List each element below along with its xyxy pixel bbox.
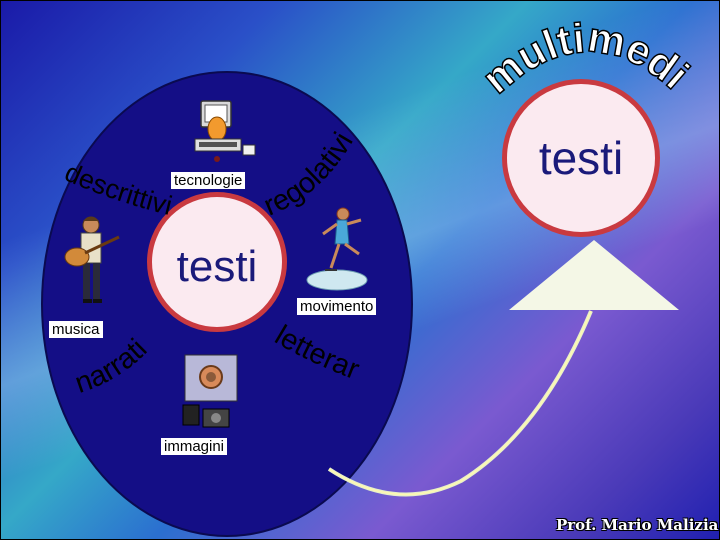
camera-projector-icon — [182, 354, 238, 428]
guitar-player-icon — [64, 216, 120, 303]
author-signature: Prof. Mario Malizia — [556, 516, 719, 534]
label-tecnologie: tecnologie — [171, 172, 246, 189]
center-circle — [147, 192, 287, 332]
title-multimediali: multimediali — [1, 1, 698, 102]
label-movimento: movimento — [297, 298, 377, 315]
ice-skater-icon — [306, 207, 368, 291]
label-immagini: immagini — [161, 438, 228, 455]
label-musica: musica — [49, 321, 103, 338]
computer-user-icon — [194, 100, 256, 162]
arc-descrittivi: descrittivi — [60, 157, 175, 221]
main-word: testi — [538, 132, 624, 184]
center-word: testi — [176, 242, 258, 291]
main-circle — [502, 79, 660, 237]
arrow-head-triangle — [509, 240, 679, 310]
